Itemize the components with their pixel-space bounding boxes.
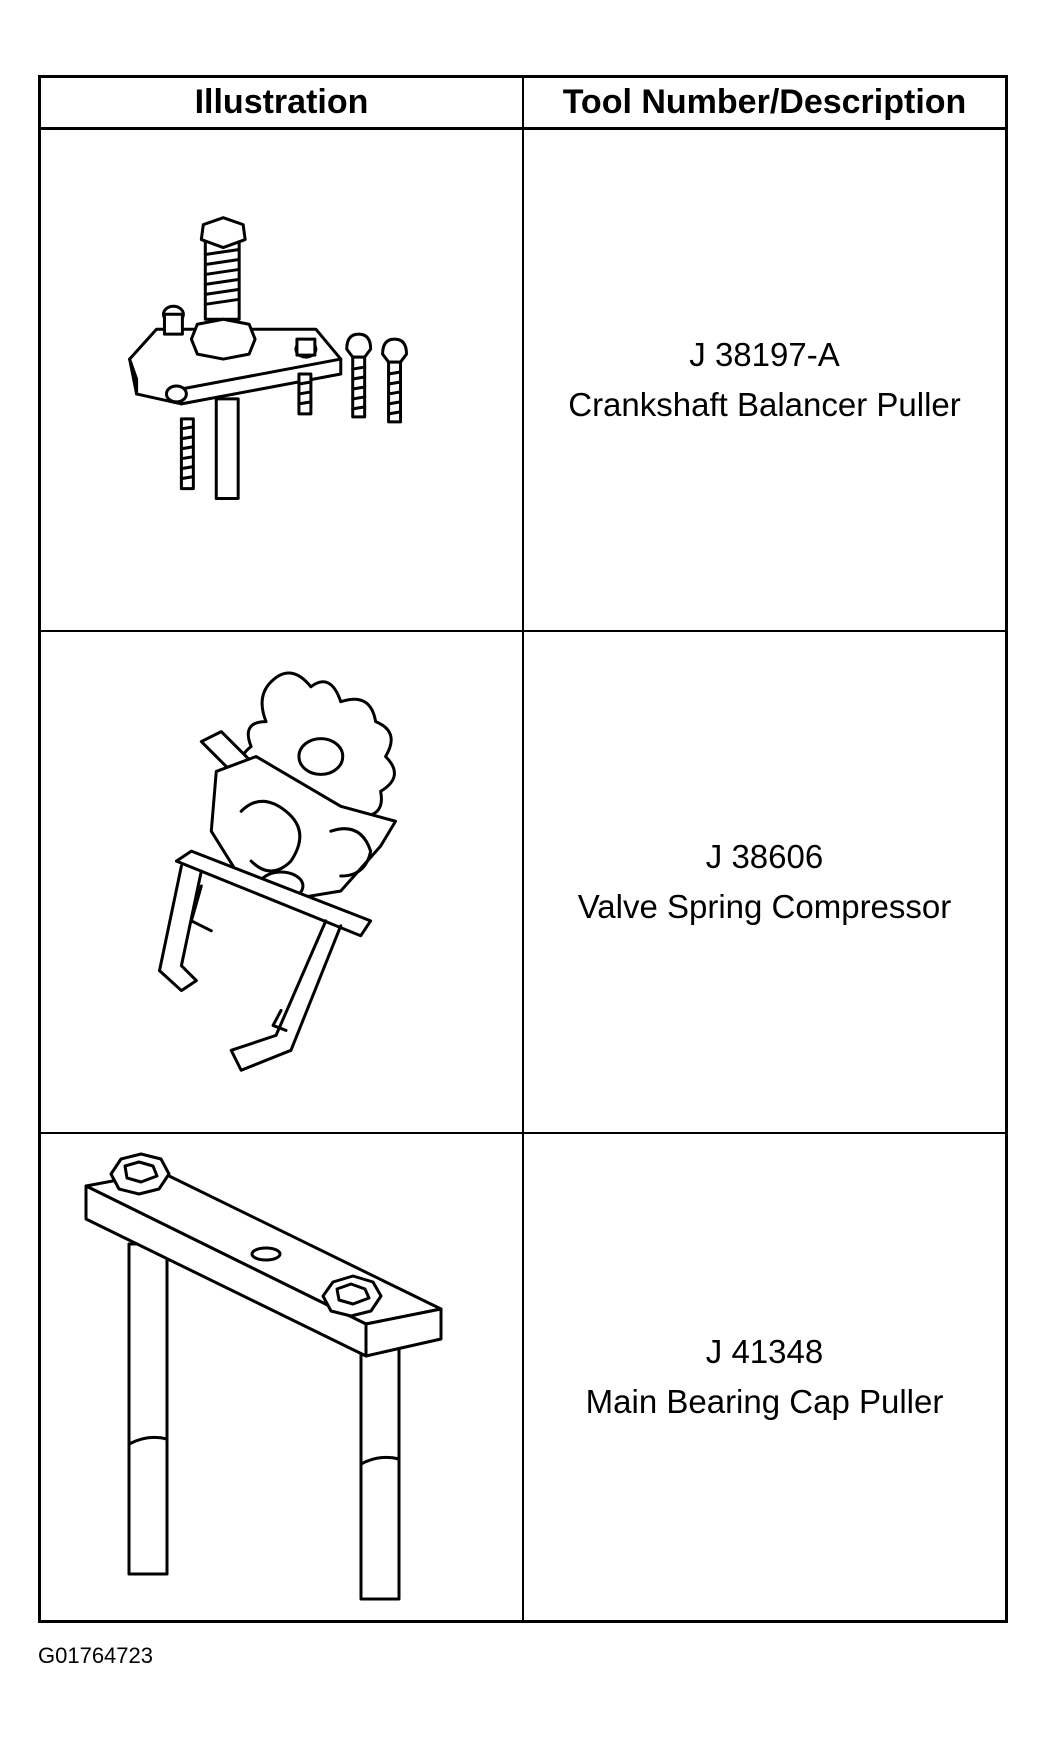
valve-spring-compressor-icon — [41, 632, 522, 1132]
crankshaft-balancer-puller-icon — [41, 130, 522, 630]
header-tool-description: Tool Number/Description — [562, 83, 967, 121]
tool-table: Illustration Tool Number/Description — [38, 75, 1008, 1623]
tool-description: Crankshaft Balancer Puller — [568, 386, 961, 423]
header-illustration: Illustration — [194, 83, 369, 121]
table-row: J 38197-A Crankshaft Balancer Puller — [41, 130, 1005, 632]
tool-description: Main Bearing Cap Puller — [585, 1383, 944, 1420]
description-cell: J 41348 Main Bearing Cap Puller — [524, 1134, 1005, 1620]
tool-number: J 41348 — [705, 1333, 824, 1370]
illustration-cell — [41, 130, 522, 630]
tool-number: J 38606 — [705, 838, 824, 875]
description-cell: J 38197-A Crankshaft Balancer Puller — [524, 130, 1005, 630]
illustration-cell — [41, 1134, 522, 1620]
column-divider — [522, 78, 524, 1620]
table-header-row: Illustration Tool Number/Description — [41, 78, 1005, 130]
tool-number: J 38197-A — [689, 336, 840, 373]
illustration-cell — [41, 632, 522, 1132]
figure-id: G01764723 — [38, 1643, 153, 1668]
table-row: J 38606 Valve Spring Compressor — [41, 632, 1005, 1134]
description-cell: J 38606 Valve Spring Compressor — [524, 632, 1005, 1132]
tool-description: Valve Spring Compressor — [577, 888, 952, 925]
main-bearing-cap-puller-icon — [41, 1134, 522, 1620]
table-row: J 41348 Main Bearing Cap Puller — [41, 1134, 1005, 1620]
